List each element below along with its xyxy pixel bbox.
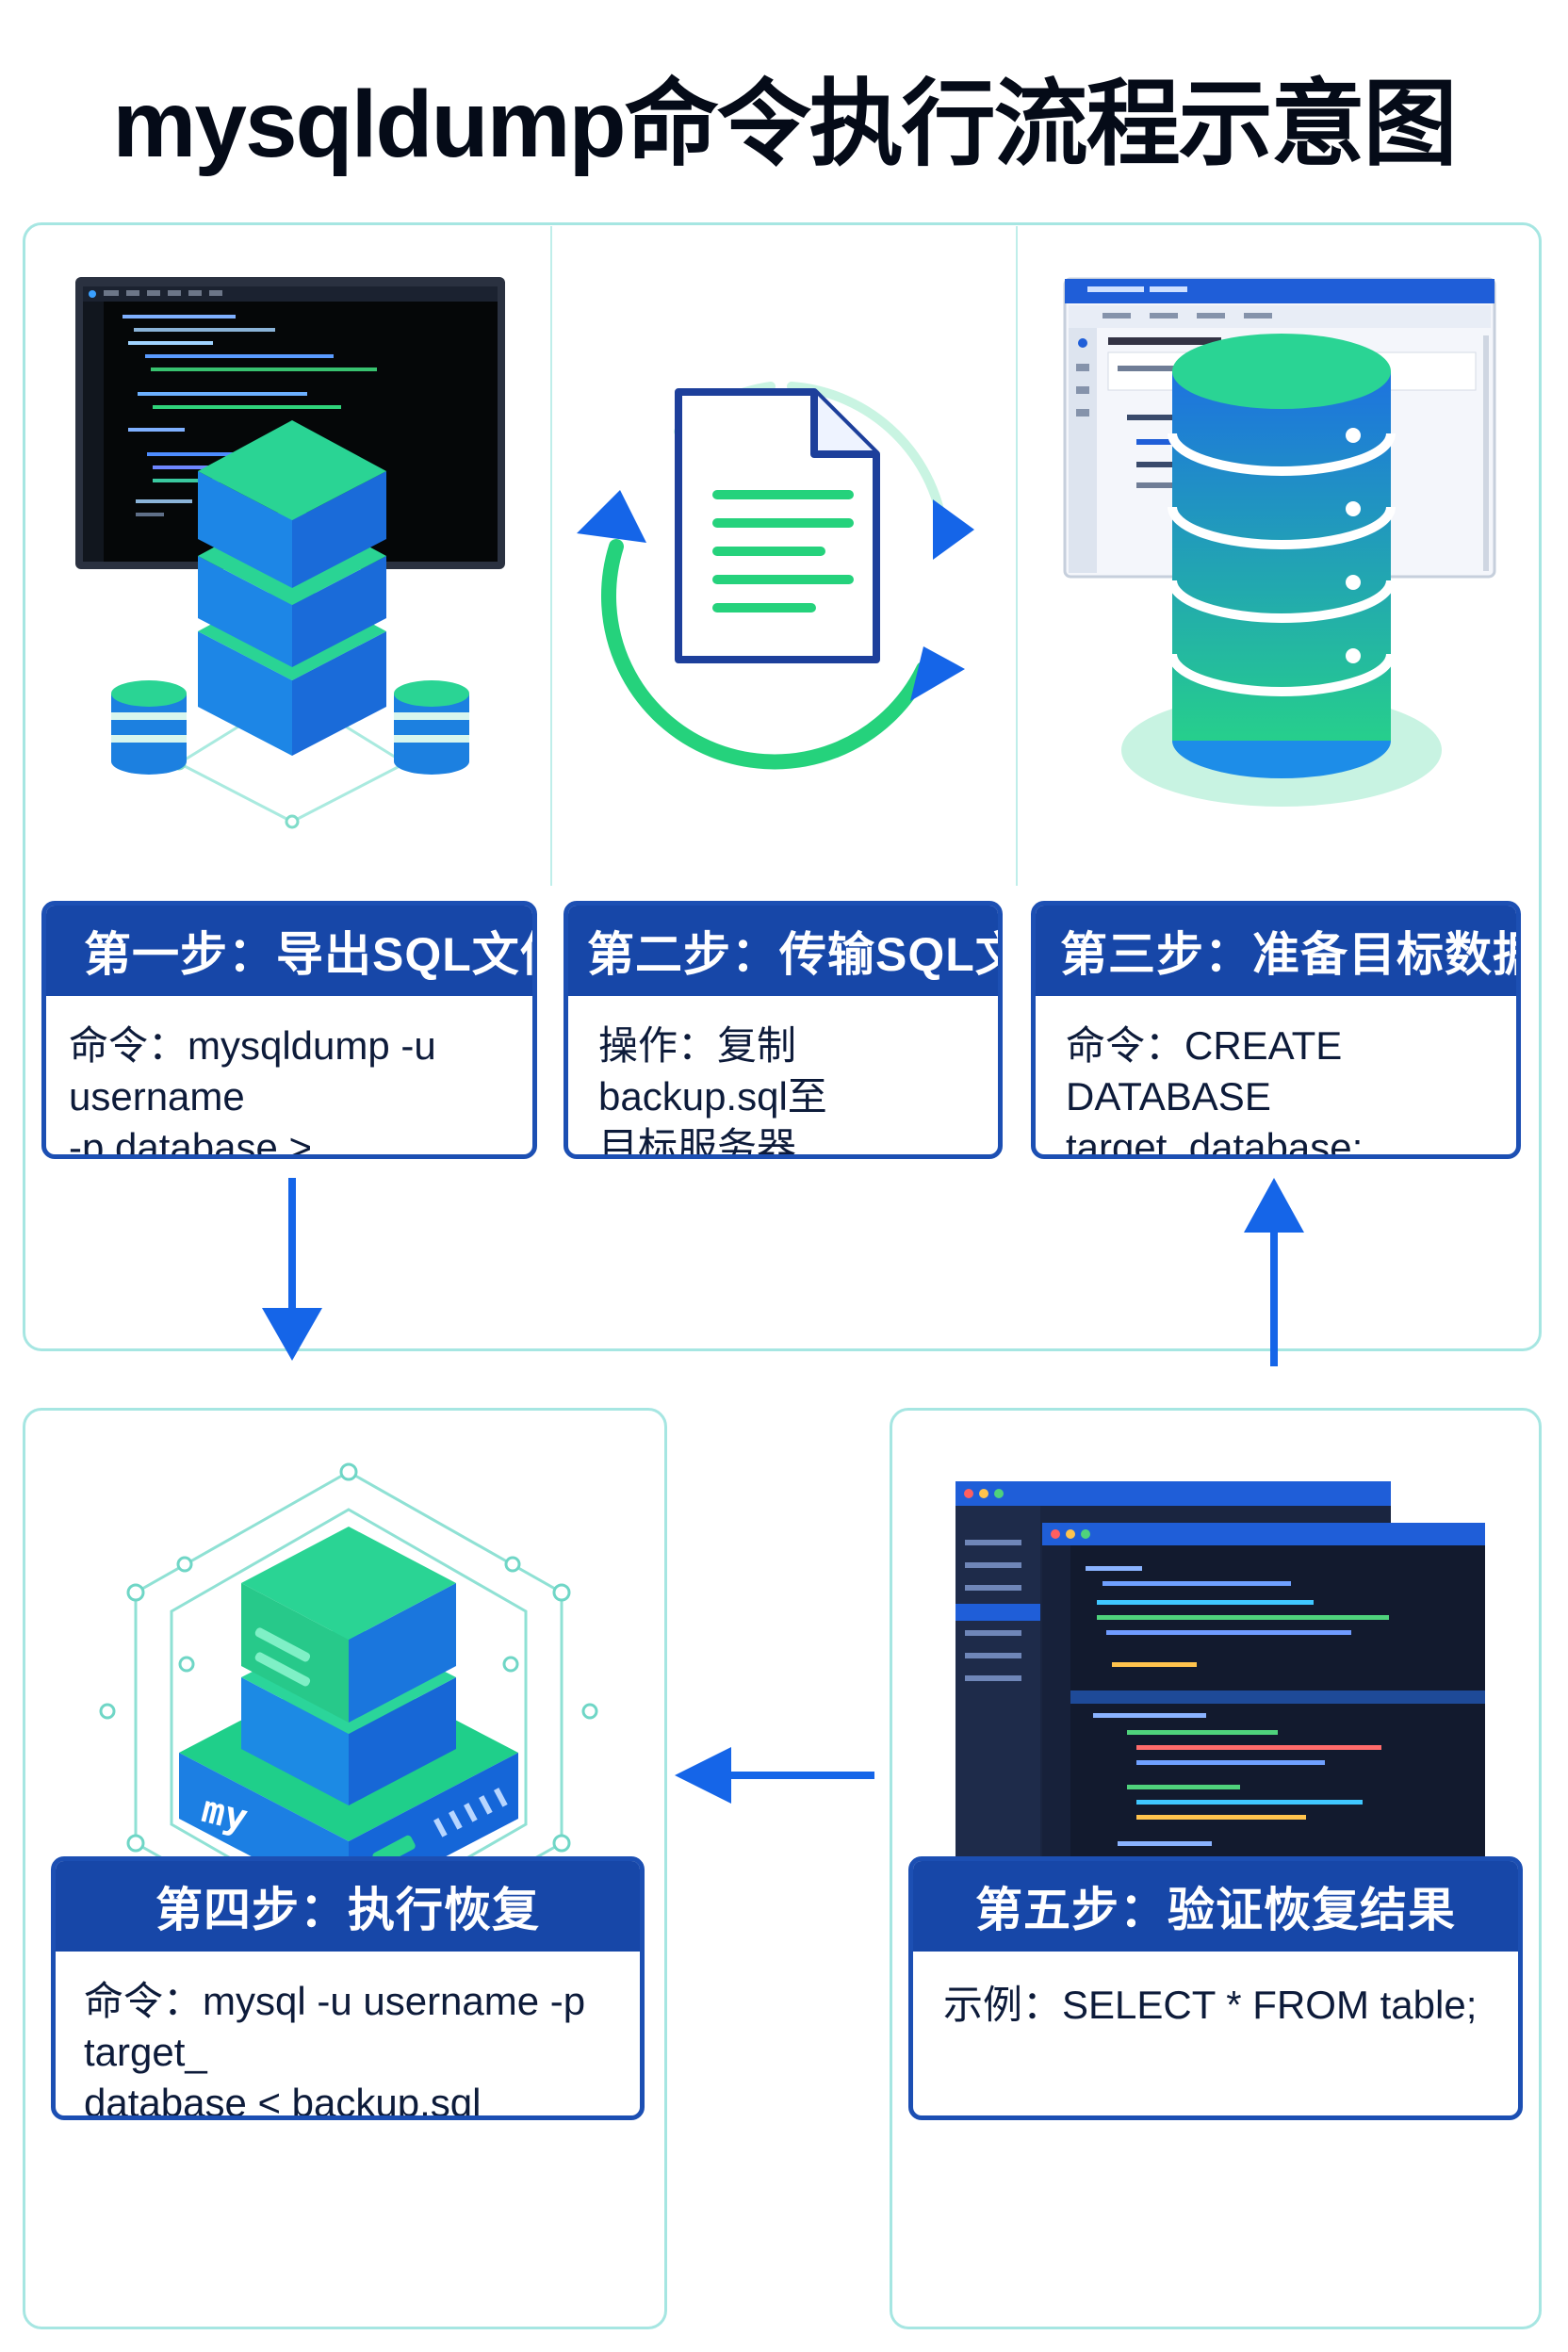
step4-body: 命令：mysql -u username -p target_ database… bbox=[84, 1979, 586, 2120]
mysql-server-icon: my bbox=[179, 1527, 518, 1907]
step2-card: 第二步：传输SQL文件 操作：复制backup.sql至 目标服务器 bbox=[564, 901, 1003, 1159]
code-editor-icon bbox=[1042, 1523, 1485, 1962]
step2-body: 操作：复制backup.sql至 目标服务器 bbox=[598, 1023, 827, 1159]
step5-card: 第五步：验证恢复结果 示例：SELECT * FROM table; bbox=[908, 1856, 1523, 2120]
step4-card: 第四步：执行恢复 命令：mysql -u username -p target_… bbox=[51, 1856, 645, 2120]
step2-title: 第二步：传输SQL文件 bbox=[568, 906, 998, 996]
small-database-icon bbox=[111, 680, 187, 775]
step4-title: 第四步：执行恢复 bbox=[56, 1861, 640, 1952]
step1-card: 第一步：导出SQL文件 命令：mysqldump -u username -p … bbox=[41, 901, 537, 1159]
panel-divider bbox=[550, 226, 552, 886]
flow-arrow-icon bbox=[262, 1178, 322, 1361]
svg-text:my: my bbox=[198, 1788, 253, 1840]
target-db-illustration bbox=[1046, 273, 1517, 839]
verify-illustration bbox=[952, 1478, 1489, 1968]
step5-title: 第五步：验证恢复结果 bbox=[913, 1861, 1518, 1952]
step3-card: 第三步：准备目标数据库 命令：CREATE DATABASE target_da… bbox=[1031, 901, 1521, 1159]
flow-arrow-icon bbox=[675, 1747, 874, 1804]
step3-body: 命令：CREATE DATABASE target_database; bbox=[1066, 1023, 1364, 1159]
database-cylinder-icon bbox=[1121, 334, 1442, 807]
panel-divider bbox=[1016, 226, 1018, 886]
export-illustration bbox=[66, 273, 537, 839]
server-stack-icon bbox=[198, 420, 386, 756]
small-database-icon bbox=[394, 680, 469, 775]
document-sync-icon bbox=[577, 382, 974, 770]
step1-body: 命令：mysqldump -u username -p database > b… bbox=[69, 1023, 436, 1159]
step3-title: 第三步：准备目标数据库 bbox=[1036, 906, 1516, 996]
step5-body: 示例：SELECT * FROM table; bbox=[943, 1983, 1478, 2027]
step1-title: 第一步：导出SQL文件 bbox=[46, 906, 532, 996]
page-title: mysqldump命令执行流程示意图 bbox=[112, 72, 1457, 177]
flow-arrow-icon bbox=[1244, 1178, 1304, 1366]
transfer-illustration bbox=[565, 358, 999, 792]
